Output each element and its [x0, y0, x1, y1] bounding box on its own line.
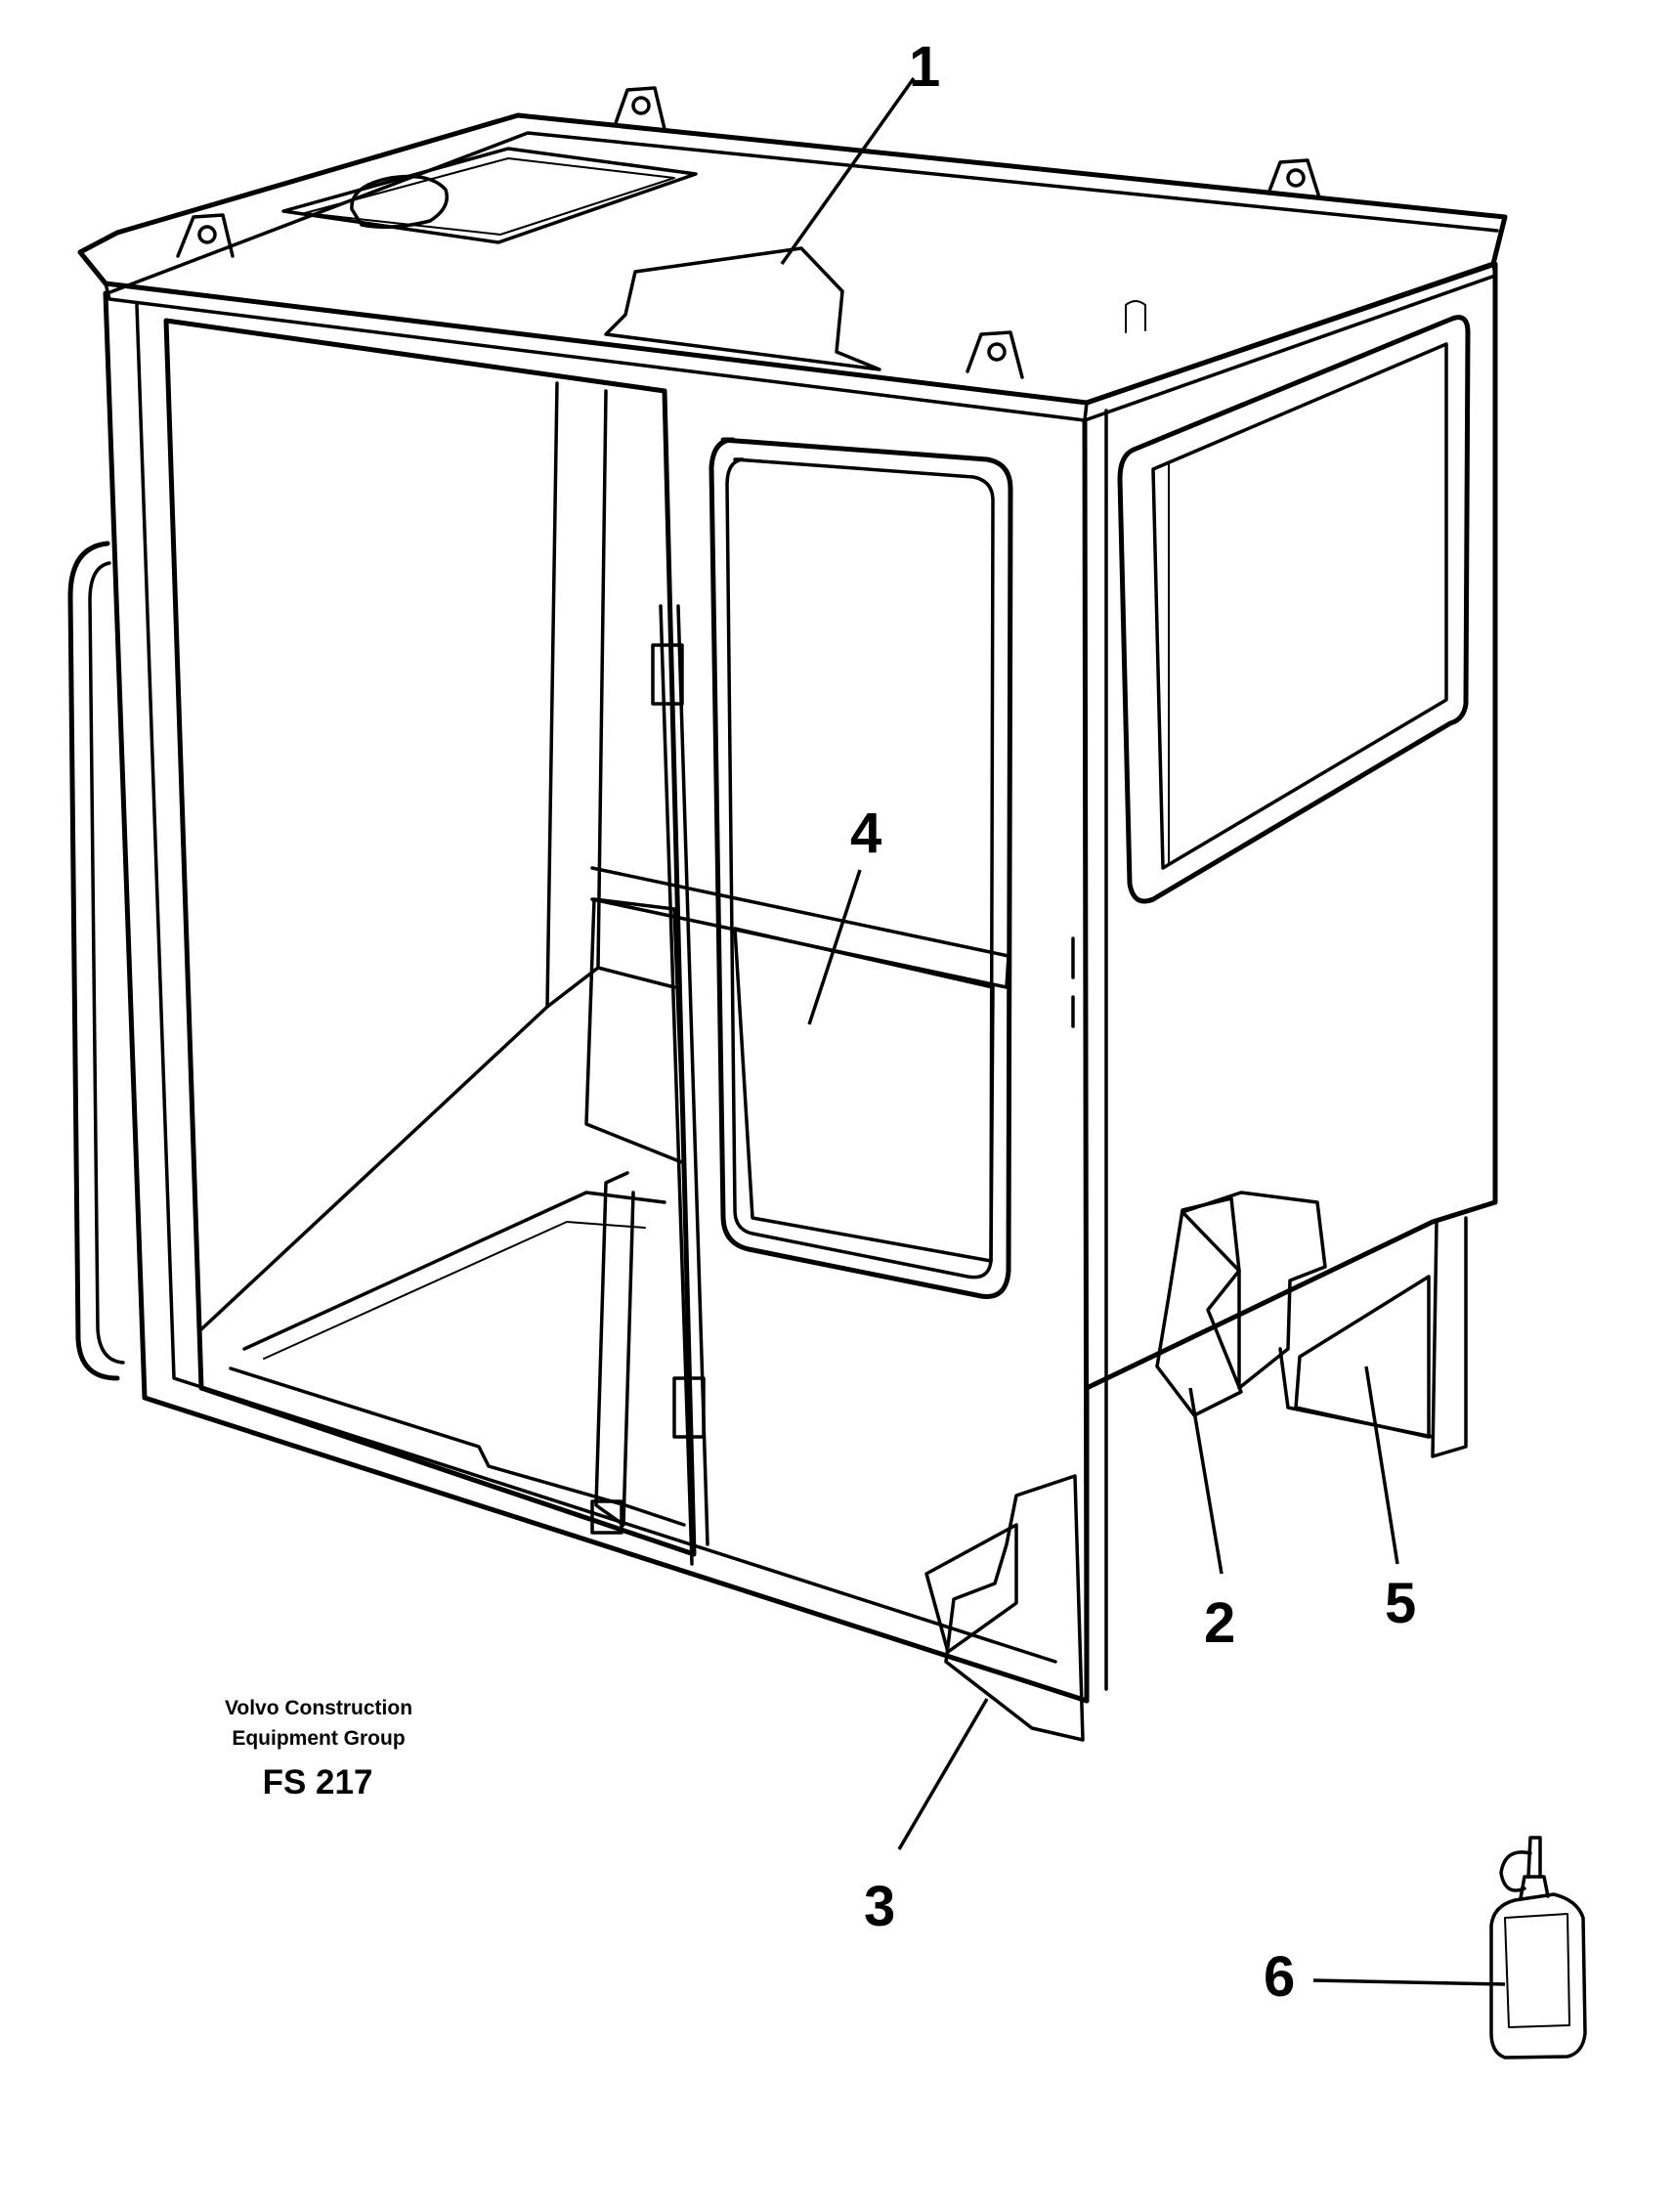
right-side-panel: [1071, 261, 1498, 1704]
lifting-eye-front-left: [176, 213, 235, 258]
leader-4: [807, 869, 862, 1025]
credit-line-2: Equipment Group: [232, 1727, 405, 1750]
front-frame: [103, 290, 1090, 1704]
callout-2: 2: [1204, 1591, 1235, 1655]
insulation-parts: [584, 246, 1431, 1742]
back-wall-insulation: [584, 897, 686, 1165]
lifting-eye-front-right: [966, 330, 1024, 379]
leader-5: [1364, 1366, 1399, 1565]
cab-roof: [77, 86, 1508, 422]
corner-insulation: [944, 1474, 1085, 1742]
grab-handle: [67, 541, 120, 1381]
leader-2: [1188, 1387, 1224, 1575]
callout-5: 5: [1385, 1572, 1416, 1635]
floor-insulation: [1294, 1275, 1431, 1439]
callout-4: 4: [850, 802, 881, 865]
callout-6: 6: [1264, 1945, 1295, 2009]
roof-insulation: [604, 246, 881, 371]
rear-wall-insulation: [733, 927, 995, 1263]
leader-3: [897, 1698, 989, 1850]
leader-6: [1312, 1978, 1506, 1986]
leader-1: [780, 76, 916, 266]
lifting-eye-rear-right: [1267, 158, 1321, 199]
rear-window: [709, 437, 1013, 1299]
door-rod: [590, 604, 709, 1566]
callout-3: 3: [864, 1875, 895, 1938]
adhesive-bottle: [1489, 1836, 1587, 2060]
lifting-eye-rear-left: [614, 86, 666, 131]
callout-1: 1: [909, 35, 940, 99]
cab-body: [67, 86, 1508, 1704]
figure-code: FS 217: [263, 1763, 373, 1801]
credit-line-1: Volvo Construction: [225, 1697, 412, 1719]
leader-lines: [780, 76, 1506, 1986]
